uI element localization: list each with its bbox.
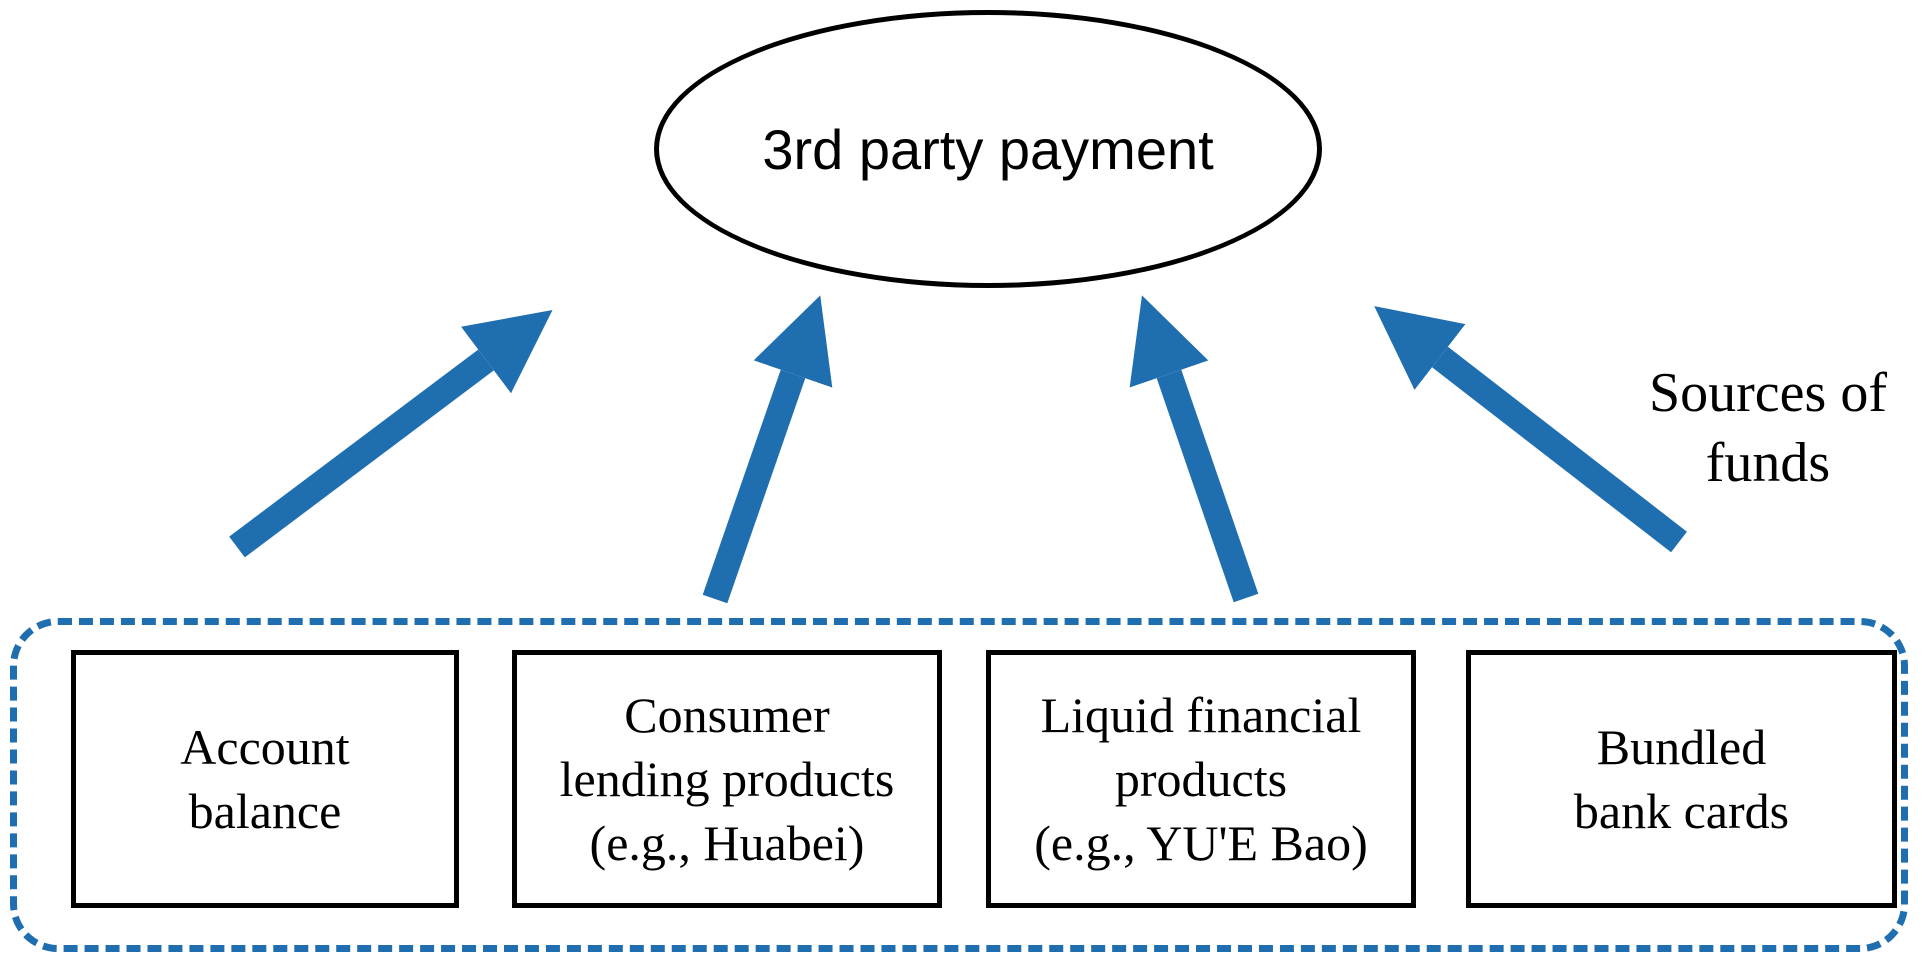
arrow-consumer-lending-to-node <box>702 295 833 604</box>
source-box-account-balance: Account balance <box>71 650 459 908</box>
node-3rd-party-payment: 3rd party payment <box>654 10 1322 288</box>
node-3rd-party-payment-label: 3rd party payment <box>762 117 1214 181</box>
source-box-account-balance-label: Account balance <box>180 719 350 839</box>
arrow-account-balance-to-node <box>229 310 553 558</box>
arrow-liquid-financial-to-node <box>1129 295 1259 603</box>
source-box-liquid-financial-products: Liquid financial products (e.g., YU'E Ba… <box>986 650 1416 908</box>
source-box-liquid-financial-products-label: Liquid financial products (e.g., YU'E Ba… <box>1034 687 1368 871</box>
source-box-bundled-bank-cards-label: Bundled bank cards <box>1573 719 1790 839</box>
sources-of-funds-label: Sources of funds <box>1649 362 1887 494</box>
source-box-consumer-lending-products: Consumer lending products (e.g., Huabei) <box>512 650 942 908</box>
source-box-bundled-bank-cards: Bundled bank cards <box>1466 650 1897 908</box>
source-box-consumer-lending-products-label: Consumer lending products (e.g., Huabei) <box>559 687 895 871</box>
